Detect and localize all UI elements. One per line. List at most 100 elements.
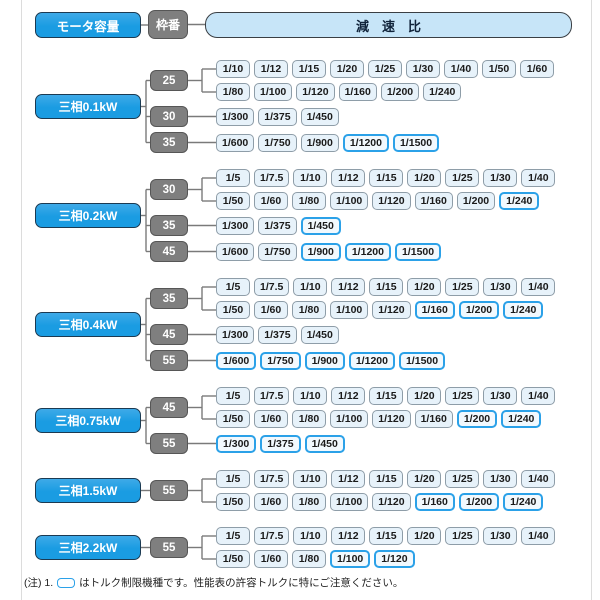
ratio-box: 1/60 [254,301,288,319]
ratio-box: 1/12 [331,527,366,545]
ratio-box: 1/120 [372,410,411,428]
ratio-box: 1/30 [483,527,518,545]
ratio-box: 1/750 [258,133,297,152]
footnote-prefix: (注) 1. [24,577,54,589]
ratio-box-torque-limited: 1/240 [501,410,542,428]
ratio-box: 1/300 [216,107,255,126]
motor-capacity-box: 三相2.2kW [35,535,141,560]
ratio-box: 1/10 [293,527,328,545]
ratio-box: 1/5 [216,470,250,488]
frame-size-box: 25 [150,70,188,91]
ratio-box: 1/10 [293,387,328,405]
ratio-box: 1/100 [330,410,369,428]
ratio-box: 1/60 [254,410,288,428]
ratio-box: 1/30 [483,387,518,405]
ratio-box: 1/100 [254,83,293,101]
ratio-box: 1/375 [258,107,297,126]
ratio-box-torque-limited: 1/120 [374,550,415,568]
ratio-box: 1/50 [216,192,250,210]
ratio-box-torque-limited: 1/160 [414,493,455,511]
ratio-box: 1/7.5 [254,387,290,405]
ratio-box: 1/750 [258,242,297,261]
torque-limit-legend-box [57,577,76,588]
ratio-box: 1/20 [407,169,442,187]
motor-capacity-box: 三相0.4kW [35,312,141,337]
ratio-box: 1/375 [258,216,297,235]
frame-size-box: 55 [150,537,188,558]
ratio-box: 1/80 [292,192,326,210]
ratio-box: 1/120 [296,83,335,101]
ratio-box: 1/100 [330,301,369,319]
frame-size-box: 35 [150,132,188,153]
ratio-box-torque-limited: 1/1200 [348,351,395,370]
ratio-box: 1/12 [331,387,366,405]
ratio-box: 1/900 [300,133,339,152]
ratio-box: 1/40 [521,169,556,187]
ratio-box: 1/15 [369,387,404,405]
ratio-box: 1/20 [407,470,442,488]
ratio-box: 1/12 [331,278,366,296]
ratio-box: 1/25 [445,527,480,545]
ratio-box: 1/100 [330,192,369,210]
ratio-box: 1/240 [423,83,462,101]
ratio-box-torque-limited: 1/200 [458,493,500,511]
ratio-box: 1/50 [482,60,516,78]
ratio-box: 1/160 [414,410,453,428]
ratio-box: 1/7.5 [254,527,290,545]
ratio-box: 1/300 [216,325,255,344]
ratio-box: 1/5 [216,169,250,187]
ratio-box: 1/25 [445,387,480,405]
footnote: (注) 1. はトルク制限機種です。性能表の許容トルクに特にご注意ください。 [24,575,403,590]
ratio-box-torque-limited: 1/375 [260,434,301,453]
motor-capacity-box: 三相0.75kW [35,408,141,433]
ratio-box-torque-limited: 1/240 [503,301,544,319]
ratio-box-torque-limited: 1/240 [499,192,540,210]
ratio-box: 1/160 [414,192,453,210]
ratio-box: 1/12 [331,169,366,187]
ratio-box: 1/450 [300,325,339,344]
ratio-box-torque-limited: 1/600 [216,351,257,370]
ratio-box: 1/15 [369,169,404,187]
ratio-box-torque-limited: 1/240 [503,493,544,511]
frame-size-box: 55 [150,350,188,371]
motor-capacity-box: 三相1.5kW [35,478,141,503]
ratio-box-torque-limited: 1/900 [300,242,341,261]
ratio-box: 1/200 [456,192,496,210]
ratio-box: 1/600 [216,133,255,152]
ratio-box: 1/60 [254,192,288,210]
frame-size-box: 55 [150,433,188,454]
ratio-box: 1/50 [216,301,250,319]
ratio-box: 1/50 [216,410,250,428]
page-left-border [21,0,22,600]
ratio-box: 1/30 [483,169,518,187]
ratio-box-torque-limited: 1/750 [260,351,301,370]
ratio-box: 1/120 [372,192,411,210]
ratio-box: 1/25 [445,470,480,488]
ratio-box-torque-limited: 1/900 [304,351,345,370]
ratio-box-torque-limited: 1/1500 [392,133,440,152]
ratio-box: 1/60 [520,60,554,78]
ratio-box: 1/15 [369,278,404,296]
